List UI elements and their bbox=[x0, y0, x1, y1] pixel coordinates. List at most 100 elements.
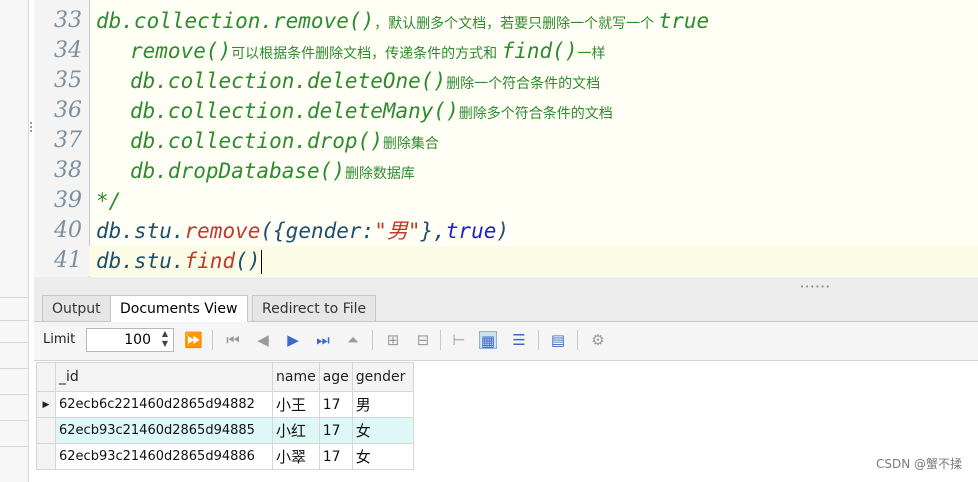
limit-label: Limit bbox=[43, 332, 76, 347]
line-number: 33 bbox=[54, 8, 82, 33]
divider bbox=[0, 320, 28, 321]
code-token: gender: bbox=[285, 219, 375, 243]
code-line[interactable]: 38 db.dropDatabase()删除数据库 bbox=[34, 156, 978, 186]
divider bbox=[0, 420, 28, 421]
code-token: () bbox=[235, 249, 261, 273]
line-number: 38 bbox=[54, 158, 82, 183]
code-token: ) bbox=[496, 219, 510, 243]
table-row[interactable]: 62ecb93c21460d2865d94886 小翠 17 女 bbox=[36, 443, 414, 470]
results-toolbar: Limit 100 ▲▼ ⏩ ⏮ ◀ ▶ ⏭ ⏶ ⊞ ⊟ ⊢ ▦ ☰ ▤ ⚙ bbox=[34, 322, 978, 361]
left-panel bbox=[0, 0, 32, 482]
row-header-corner bbox=[36, 362, 56, 392]
table-row[interactable]: 62ecb93c21460d2865d94885 小红 17 女 bbox=[36, 417, 414, 444]
last-record-icon[interactable]: ⏭ bbox=[316, 331, 330, 349]
code-token: true bbox=[445, 219, 497, 243]
table-row[interactable]: ▶ 62ecb6c221460d2865d94882 小王 17 男 bbox=[36, 391, 414, 418]
current-line-highlight bbox=[89, 246, 978, 276]
cell-age[interactable]: 17 bbox=[318, 443, 353, 470]
line-number: 34 bbox=[54, 38, 82, 63]
cell-age[interactable]: 17 bbox=[318, 391, 353, 418]
result-tabs: Output Documents View Redirect to File bbox=[34, 291, 978, 322]
first-record-icon[interactable]: ⏮ bbox=[226, 331, 240, 349]
code-token: db.collection.deleteOne() bbox=[130, 69, 447, 93]
cell-id[interactable]: 62ecb93c21460d2865d94885 bbox=[55, 417, 273, 444]
code-editor[interactable]: 33 db.collection.remove()，默认删多个文档，若要只删除一个… bbox=[34, 0, 978, 278]
previous-record-icon[interactable]: ◀ bbox=[257, 331, 269, 349]
export-icon[interactable]: ▤ bbox=[550, 331, 566, 349]
divider bbox=[0, 297, 28, 298]
code-token: ({ bbox=[260, 219, 286, 243]
column-header-name[interactable]: name bbox=[272, 362, 320, 392]
tab-output[interactable]: Output bbox=[42, 295, 111, 321]
documents-table: _id name age gender ▶ 62ecb6c221460d2865… bbox=[36, 362, 414, 470]
cell-id[interactable]: 62ecb6c221460d2865d94882 bbox=[55, 391, 273, 418]
line-number: 37 bbox=[54, 128, 82, 153]
tab-documents-view[interactable]: Documents View bbox=[110, 295, 248, 322]
tree-view-icon[interactable]: ⊢ bbox=[452, 331, 466, 349]
toolbar-separator bbox=[212, 330, 213, 350]
code-line[interactable]: 39 */ bbox=[34, 186, 978, 216]
row-header bbox=[36, 417, 56, 444]
code-token: ，默认删多个文档，若要只删除一个就写一个 bbox=[374, 16, 659, 32]
collapse-icon[interactable]: ⏶ bbox=[346, 331, 359, 349]
code-token: db.collection.remove() bbox=[96, 9, 375, 33]
code-token: find bbox=[184, 249, 236, 273]
remove-document-icon[interactable]: ⊟ bbox=[416, 331, 430, 349]
code-token: */ bbox=[96, 189, 122, 213]
code-token: remove() bbox=[130, 39, 232, 63]
line-number: 40 bbox=[54, 218, 82, 243]
code-text: db.collection.deleteMany()删除多个符合条件的文档 bbox=[130, 96, 613, 129]
tab-redirect-to-file[interactable]: Redirect to File bbox=[252, 295, 377, 321]
code-text: db.stu.remove({gender:"男"},true) bbox=[96, 216, 509, 246]
cell-name[interactable]: 小王 bbox=[272, 391, 320, 418]
code-line[interactable]: 36 db.collection.deleteMany()删除多个符合条件的文档 bbox=[34, 96, 978, 126]
limit-stepper[interactable]: ▲▼ bbox=[161, 329, 169, 348]
current-row-indicator-icon: ▶ bbox=[36, 391, 56, 418]
code-text: */ bbox=[96, 186, 121, 216]
column-header-id[interactable]: _id bbox=[55, 362, 273, 392]
code-token: db.stu. bbox=[96, 249, 185, 273]
gear-icon[interactable]: ⚙ bbox=[591, 331, 605, 349]
cell-gender[interactable]: 男 bbox=[351, 391, 414, 418]
code-token: true bbox=[658, 9, 710, 33]
code-token: 一样 bbox=[577, 46, 606, 62]
line-number: 35 bbox=[54, 68, 82, 93]
code-token: db.collection.drop() bbox=[130, 129, 383, 153]
code-line[interactable]: 33 db.collection.remove()，默认删多个文档，若要只删除一个… bbox=[34, 6, 978, 36]
watermark: CSDN @蟹不揉 bbox=[875, 457, 962, 471]
cell-name[interactable]: 小红 bbox=[272, 417, 320, 444]
column-header-age[interactable]: age bbox=[318, 362, 353, 392]
code-line[interactable]: 37 db.collection.drop()删除集合 bbox=[34, 126, 978, 156]
row-header bbox=[36, 443, 56, 470]
add-document-icon[interactable]: ⊞ bbox=[386, 331, 400, 349]
cell-age[interactable]: 17 bbox=[318, 417, 353, 444]
divider bbox=[0, 394, 28, 395]
code-token: db.stu. bbox=[96, 219, 185, 243]
divider bbox=[0, 342, 28, 343]
cell-id[interactable]: 62ecb93c21460d2865d94886 bbox=[55, 443, 273, 470]
code-token: 删除集合 bbox=[382, 136, 439, 152]
code-line[interactable]: 40 db.stu.remove({gender:"男"},true) bbox=[34, 216, 978, 246]
table-view-icon[interactable]: ▦ bbox=[479, 331, 497, 350]
code-line[interactable]: 34 remove()可以根据条件删除文档，传递条件的方式和 find()一样 bbox=[34, 36, 978, 66]
code-token: 删除数据库 bbox=[344, 166, 415, 182]
limit-input[interactable]: 100 bbox=[86, 328, 174, 352]
code-text: remove()可以根据条件删除文档，传递条件的方式和 find()一样 bbox=[130, 36, 605, 69]
next-record-icon[interactable]: ▶ bbox=[287, 331, 299, 349]
code-token: db.collection.deleteMany() bbox=[130, 99, 459, 123]
column-header-gender[interactable]: gender bbox=[351, 362, 414, 392]
cell-gender[interactable]: 女 bbox=[351, 417, 414, 444]
skip-forward-icon[interactable]: ⏩ bbox=[184, 331, 203, 349]
code-text: db.dropDatabase()删除数据库 bbox=[130, 156, 415, 189]
editor-splitter[interactable]: •••••• bbox=[34, 277, 978, 291]
line-number: 39 bbox=[54, 188, 82, 213]
cell-name[interactable]: 小翠 bbox=[272, 443, 320, 470]
panel-resize-handle[interactable] bbox=[28, 120, 34, 140]
code-token: find() bbox=[501, 39, 578, 63]
code-token: db.dropDatabase() bbox=[130, 159, 345, 183]
cell-gender[interactable]: 女 bbox=[351, 443, 414, 470]
line-number: 36 bbox=[54, 98, 82, 123]
text-view-icon[interactable]: ☰ bbox=[512, 331, 526, 349]
